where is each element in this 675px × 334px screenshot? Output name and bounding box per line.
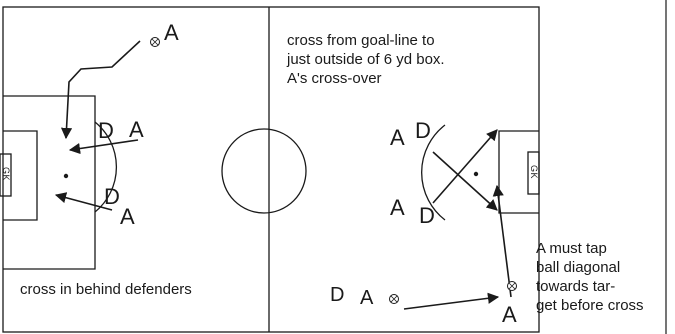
defender-label: D [415,118,431,143]
tap-arrow [492,184,512,298]
right-penalty-spot [473,171,479,177]
cross-arrow-two [432,151,498,211]
cross-arrow-one [432,129,498,204]
soccer-ball-icon [389,294,399,304]
note-cross-over: cross from goal-line to just outside of … [287,32,445,87]
attacker-label: A [502,302,517,327]
note-cross-behind: cross in behind defenders [20,281,192,298]
attacker-label: A [129,117,144,142]
attacker-label: A [390,125,405,150]
run-path-arrow [60,40,141,140]
right-goal [527,151,540,195]
defender-label: D [330,284,345,306]
pass-arrow-lower-left [54,192,113,211]
left-goal [0,153,12,197]
pass-arrow-upper-left [68,139,139,155]
soccer-ball-icon [507,281,517,291]
note-tap-diagonal: A must tap ball diagonal towards tar- ge… [536,240,644,314]
left-goal-box [3,130,38,221]
defender-label: D [419,203,435,228]
attacker-label: A [164,20,179,45]
goalkeeper-label-right: GK [529,164,540,180]
left-penalty-box [3,95,96,270]
right-goal-box [498,130,539,214]
defender-label: D [98,118,114,143]
attacker-label: A [360,287,374,309]
left-penalty-spot [63,173,69,179]
attacker-label: A [120,204,135,229]
defender-label: D [104,184,120,209]
right-penalty-arc [421,124,446,221]
center-circle [221,128,307,214]
goalkeeper-label-left: GK [1,166,12,182]
soccer-ball-icon [150,37,160,47]
bottom-pass-arrow [403,292,500,310]
left-penalty-arc [94,121,117,213]
attacker-label: A [390,195,405,220]
